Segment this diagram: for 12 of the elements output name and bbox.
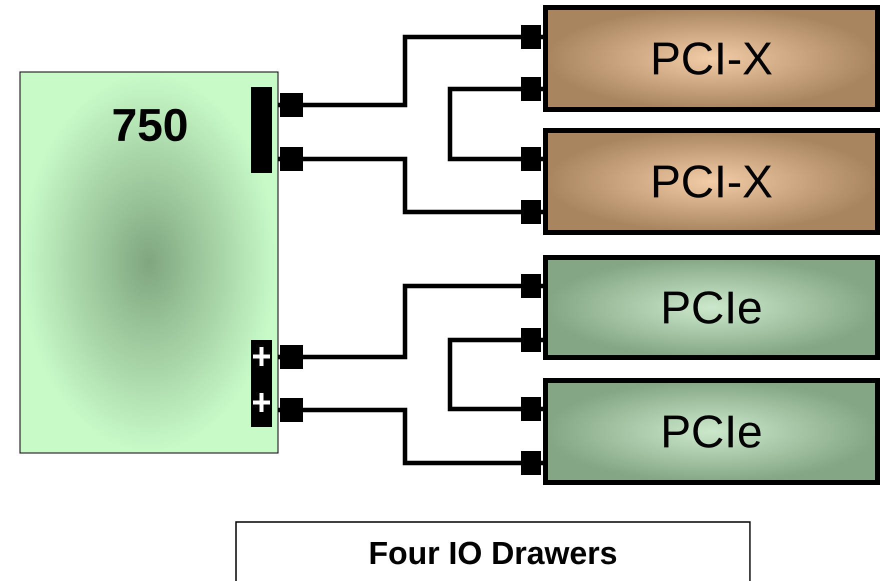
drawer-box: PCI-X — [543, 128, 880, 235]
cable-line — [278, 34, 546, 108]
drawer-box: PCIe — [543, 255, 880, 360]
drawer-box: PCIe — [543, 378, 880, 485]
cable-line — [278, 156, 546, 214]
cable-line — [448, 338, 546, 412]
server-box: 750 — [20, 72, 278, 454]
cable-line — [448, 86, 546, 162]
caption-box: Four IO Drawers — [235, 521, 751, 581]
cable-line — [278, 284, 546, 360]
cable-line — [278, 408, 546, 466]
drawer-box: PCI-X — [543, 5, 880, 112]
